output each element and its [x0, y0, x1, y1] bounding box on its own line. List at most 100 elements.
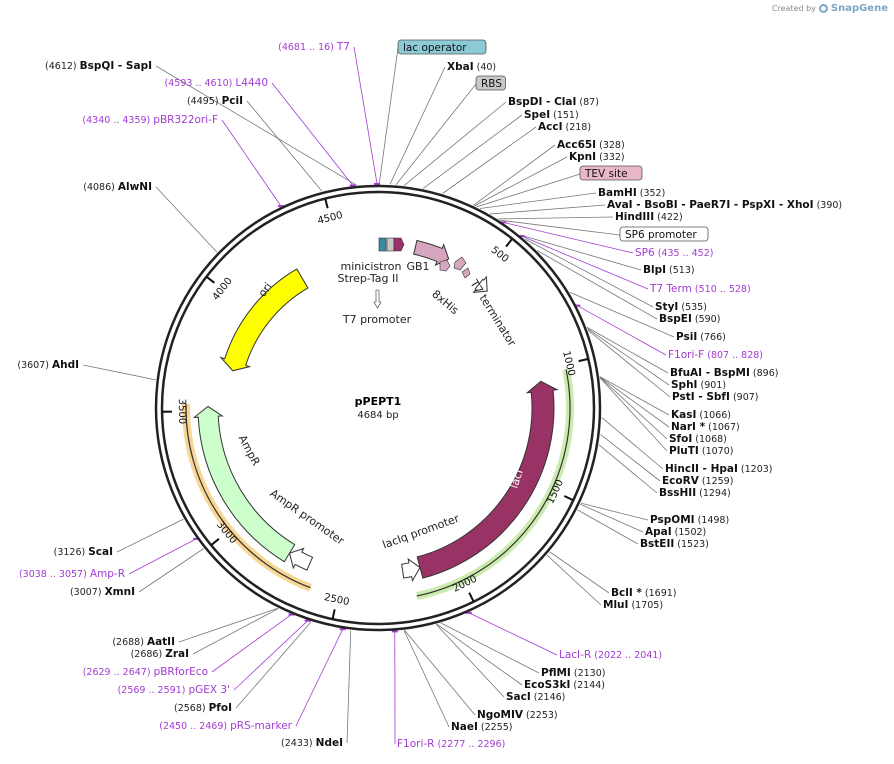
strep-tag-label: Strep-Tag II: [338, 272, 399, 285]
leader-acc65i: [473, 144, 556, 206]
his-tag-marker: [453, 256, 467, 271]
site-label-psii: PsiI (766): [676, 331, 726, 343]
feature-ampr: [192, 405, 296, 563]
site-label-bamhi: BamHI (352): [598, 187, 665, 199]
leader-psti: [587, 330, 671, 398]
site-label-pluti: PluTI (1070): [669, 445, 733, 457]
leader-spei: [422, 114, 523, 189]
leader-sphi: [587, 328, 670, 386]
leader-ngomiv: [404, 630, 476, 716]
leader-blpi: [520, 234, 642, 271]
site-label-aatii: (2688) AatII: [112, 636, 175, 648]
label-leader-lines: [82, 46, 675, 745]
leader-naei: [403, 630, 450, 728]
leader-kasi: [599, 376, 670, 416]
site-label-ndei: (2433) NdeI: [281, 737, 343, 749]
site-label-pbrforeco: (2629 .. 2647) pBRforEco: [83, 666, 208, 678]
site-label-xmni: (3007) XmnI: [70, 586, 135, 598]
feature-label-ampr: AmpR: [236, 433, 263, 468]
site-label-prs-marker: (2450 .. 2469) pRS-marker: [159, 720, 292, 732]
site-label-ngomiv: NgoMIV (2253): [477, 709, 558, 721]
feature-label-t7-terminator: T7 terminator: [467, 277, 519, 349]
rbs-marker: [386, 237, 395, 252]
leader-pflmi: [440, 622, 540, 674]
site-label-sphi: SphI (901): [671, 379, 726, 391]
leader-bspdi: [403, 101, 507, 186]
leader-t7: [353, 46, 378, 185]
tick-label-4500: 4500: [317, 210, 344, 227]
feature-tag-rbs: RBS: [481, 78, 502, 90]
site-label-pfoi: (2568) PfoI: [174, 702, 232, 714]
tick-label-2500: 2500: [323, 592, 350, 608]
site-label-bsshii: BssHII (1294): [659, 487, 731, 499]
site-label-pcii: (4495) PciI: [187, 95, 243, 107]
snapgene-logo-icon: [818, 4, 828, 13]
leader-pspomi: [580, 502, 649, 521]
leader-bcli: [549, 551, 610, 594]
strep-tag-marker: [393, 237, 405, 252]
snapgene-credit: Created by SnapGene: [772, 3, 888, 14]
site-label-bfuai: BfuAI - BspMI (896): [670, 367, 778, 379]
leader-f1ori-f: [577, 305, 667, 356]
leader-bfuai: [586, 326, 669, 374]
feature-box-sp6-promoter: [619, 226, 709, 242]
primer-bands: [182, 368, 574, 600]
feature-ori: [219, 268, 309, 372]
leader-ecos3ki: [436, 623, 523, 686]
backbone-outer-ring: [154, 184, 602, 632]
site-label-kasi: KasI (1066): [671, 409, 731, 421]
site-label-psti: PstI - SbfI (907): [672, 391, 759, 403]
leader-sfoi: [599, 376, 668, 440]
feature-laci: [416, 380, 559, 579]
leader-avai: [489, 204, 606, 215]
leader-bspei: [537, 250, 658, 320]
leader-zrai: [192, 608, 279, 655]
tick-4000: [205, 275, 216, 284]
small-feature-markers: [373, 237, 471, 309]
leader-pbr322ori-f: [221, 119, 282, 207]
site-label-styi: StyI (535): [655, 301, 707, 313]
minicistron-label: minicistron: [341, 260, 402, 273]
leader-saci: [435, 624, 505, 698]
site-label-avai: AvaI - BsoBI - PaeR7I - PspXI - XhoI (39…: [607, 199, 842, 211]
site-label-spei: SpeI (151): [524, 109, 579, 121]
site-label-hincii: HincII - HpaI (1203): [665, 463, 772, 475]
plasmid-name: pPEPT1: [355, 395, 402, 408]
feature-box-tev-site: [579, 165, 643, 181]
leader-styi: [525, 238, 654, 308]
leader-rbs: [395, 83, 477, 185]
t7-promoter-label: T7 promoter: [342, 313, 412, 326]
site-label-pflmi: PflMI (2130): [541, 667, 605, 679]
tick-1500: [563, 495, 574, 502]
feature-label-gb1: GB1: [406, 260, 429, 273]
leader-ndei: [346, 630, 352, 744]
site-label-scai: (3126) ScaI: [54, 546, 113, 558]
site-label-naei: NaeI (2255): [451, 721, 513, 733]
leader-mlui: [546, 554, 602, 606]
t7-promoter-marker: [373, 289, 382, 309]
site-label-pgex-3: (2569 .. 2591) pGEX 3': [118, 684, 230, 696]
site-label-pbr322ori-f: (4340 .. 4359) pBR322ori-F: [82, 114, 218, 126]
tick-2500: [331, 609, 336, 620]
leader-laci-r: [468, 612, 558, 656]
leader-scai: [116, 518, 184, 553]
site-label-ecos3ki: EcoS3kI (2144): [524, 679, 605, 691]
feature-t7-terminator: [472, 275, 488, 294]
site-label-pspomi: PspOMI (1498): [650, 514, 729, 526]
credit-brand: SnapGene: [830, 3, 888, 14]
site-label-blpi: BlpI (513): [643, 264, 695, 276]
leader-prs-marker: [295, 629, 344, 727]
leader-psii: [569, 291, 675, 338]
tick-label-4000: 4000: [211, 276, 235, 303]
leader-xmni: [138, 548, 204, 593]
site-label-t7: (4681 .. 16) T7: [278, 41, 350, 53]
site-label-l4440: (4593 .. 4610) L4440: [165, 77, 268, 89]
plasmid-backbone: [154, 184, 602, 632]
leader-bspqi: [155, 65, 357, 186]
leader-hincii: [601, 417, 664, 470]
feature-label-laci: lacI: [508, 468, 526, 490]
leader-pluti: [599, 377, 668, 452]
site-label-nari: NarI * (1067): [671, 421, 740, 433]
leader-tev-site: [476, 173, 581, 208]
feature-box-lac-operator: [397, 39, 487, 55]
